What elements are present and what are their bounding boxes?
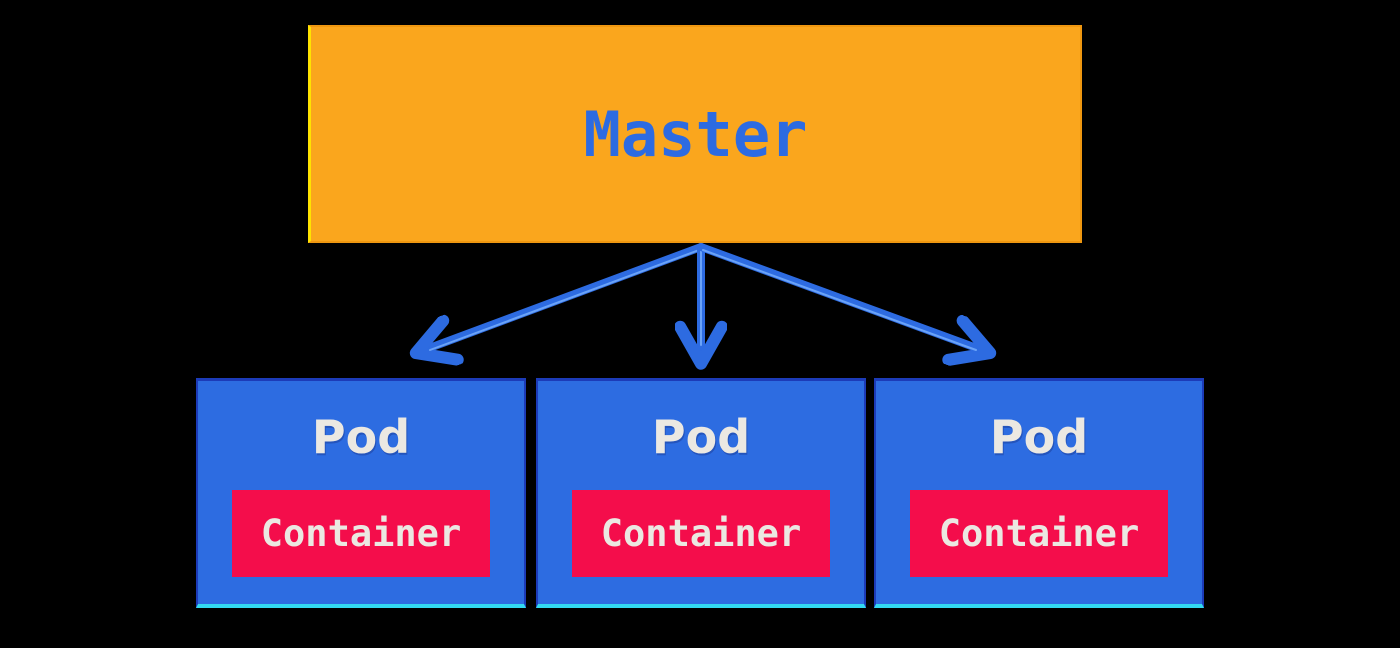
arrow-master-to-pod-1 [424, 243, 705, 350]
pod-label: Pod [651, 410, 751, 464]
pod-label: Pod [311, 410, 411, 464]
pod-node-2: Pod Container [536, 378, 866, 608]
master-label: Master [583, 97, 808, 171]
pod-node-3: Pod Container [874, 378, 1204, 608]
container-label: Container [260, 512, 462, 556]
pod-label: Pod [989, 410, 1089, 464]
container-node-1: Container [232, 490, 490, 578]
container-label: Container [938, 512, 1140, 556]
pod-node-1: Pod Container [196, 378, 526, 608]
arrow-master-to-pod-3 [697, 243, 982, 350]
container-node-2: Container [572, 490, 830, 578]
container-label: Container [600, 512, 802, 556]
master-node: Master [308, 25, 1082, 243]
container-node-3: Container [910, 490, 1168, 578]
